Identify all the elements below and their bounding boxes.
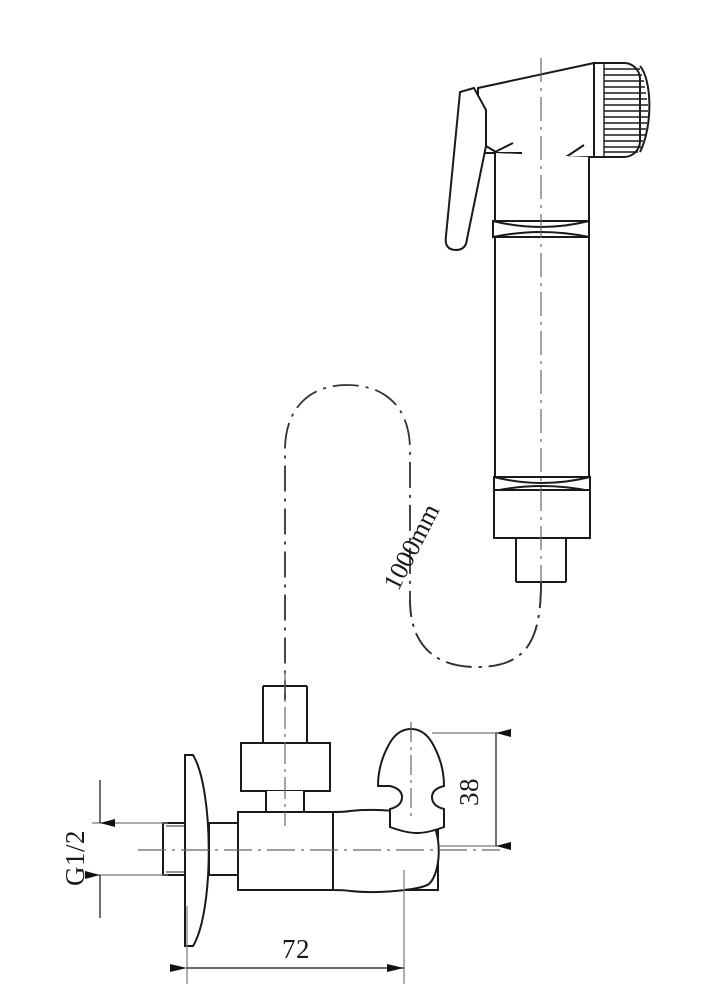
dimension-72: 72 [170, 870, 405, 984]
spray-head-assembly [444, 58, 651, 596]
nozzle-cap-profile [639, 65, 651, 153]
head-left-facet [494, 142, 514, 153]
hose-connector-nut [493, 489, 591, 539]
handle-lower-collar [493, 475, 591, 493]
hose-length-label: 1000mm [378, 499, 446, 595]
spray-nozzle-head [593, 62, 651, 158]
spray-head-neck [494, 153, 590, 222]
trigger-lever [444, 86, 487, 252]
g12-label: G1/2 [60, 830, 90, 886]
flexible-hose-loop [284, 384, 542, 700]
hose-length-label-group: 1000mm [378, 499, 446, 595]
head-right-facet [565, 144, 585, 158]
dim72-label: 72 [282, 934, 310, 964]
dimension-g12: G1/2 [60, 780, 168, 918]
dimension-38: 38 [432, 729, 511, 850]
vertical-outlet-tube [262, 686, 308, 743]
nozzle-rib-group [604, 68, 648, 153]
angle-valve-assembly [138, 672, 500, 947]
dim38-label: 38 [454, 778, 484, 806]
nozzle-cap-body [593, 62, 641, 158]
trigger-pivot-edge [485, 145, 497, 153]
spray-head-body [477, 61, 595, 158]
handle-tube [494, 236, 590, 478]
hose-path-loop-bottom [409, 581, 542, 668]
